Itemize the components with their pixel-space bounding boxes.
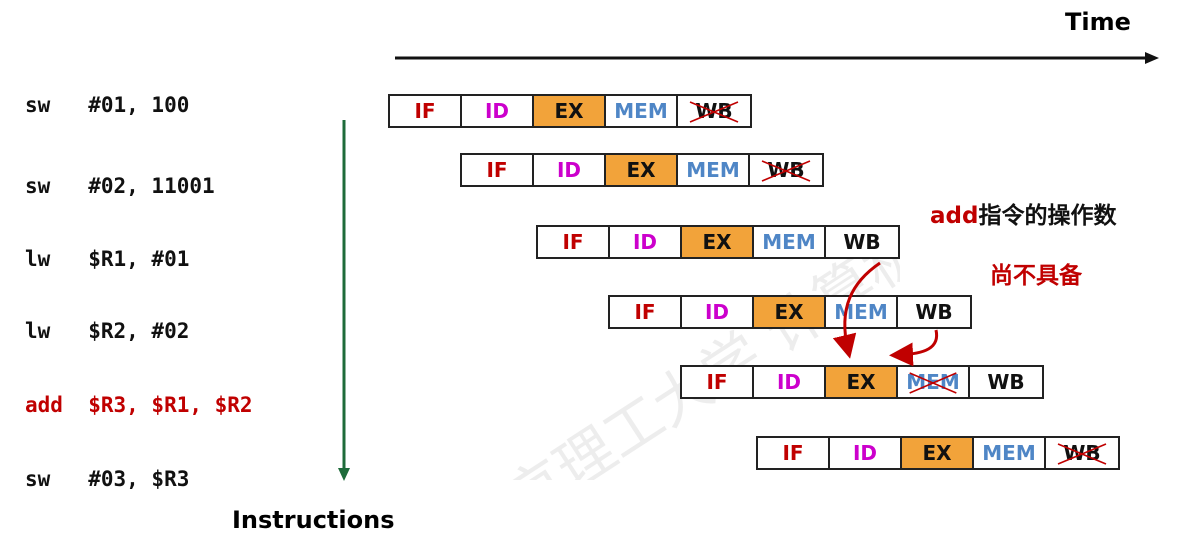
stage-label: EX (702, 230, 732, 254)
note-line1-rest: 指令的操作数 (978, 203, 1117, 229)
dependency-arrow-from-wb-row4 (889, 329, 939, 367)
stage-id: ID (534, 155, 606, 185)
stage-id: ID (754, 367, 826, 397)
pipeline-row: IF ID EX MEM WB (460, 153, 824, 187)
stage-label: IF (562, 230, 584, 254)
stage-label: EX (554, 99, 584, 123)
stage-label: MEM (834, 300, 888, 324)
stage-id: ID (682, 297, 754, 327)
stage-mem: MEM (678, 155, 750, 185)
instruction-line: sw #02, 11001 (25, 174, 215, 198)
stage-label: WB (843, 230, 881, 254)
stage-if: IF (758, 438, 830, 468)
stage-id: ID (830, 438, 902, 468)
stage-ex: EX (902, 438, 974, 468)
dependency-arrow-from-wb-row3 (832, 261, 881, 359)
stage-id: ID (610, 227, 682, 257)
time-arrow (395, 52, 1159, 64)
stage-ex: EX (826, 367, 898, 397)
stage-label: ID (776, 370, 802, 394)
stage-label: IF (486, 158, 508, 182)
stage-ex: EX (682, 227, 754, 257)
stage-mem: MEM (974, 438, 1046, 468)
instruction-line: sw #01, 100 (25, 93, 190, 117)
stage-label: MEM (614, 99, 668, 123)
instruction-line: lw $R2, #02 (25, 319, 190, 343)
stage-if: IF (682, 367, 754, 397)
stage-label: ID (852, 441, 878, 465)
stage-wb: WB (750, 155, 822, 185)
stage-wb: WB (678, 96, 750, 126)
stage-label: MEM (762, 230, 816, 254)
stage-skipped-x-icon (909, 372, 957, 394)
stage-mem: MEM (754, 227, 826, 257)
stage-mem: MEM (898, 367, 970, 397)
instruction-line: sw #03, $R3 (25, 467, 190, 491)
stage-label: WB (695, 99, 733, 123)
stage-if: IF (610, 297, 682, 327)
stage-if: IF (390, 96, 462, 126)
stage-wb: WB (898, 297, 970, 327)
pipeline-row: IF ID EX MEM WB (756, 436, 1120, 470)
stage-label: IF (414, 99, 436, 123)
stage-if: IF (462, 155, 534, 185)
pipeline-row: IF ID EX MEM WB (388, 94, 752, 128)
pipeline-row: IF ID EX MEM WB (608, 295, 972, 329)
instructions-label: Instructions (232, 506, 395, 534)
pipeline-row: IF ID EX MEM WB (536, 225, 900, 259)
stage-label: WB (915, 300, 953, 324)
stage-ex: EX (754, 297, 826, 327)
pipeline-row: IF ID EX MEM WB (680, 365, 1044, 399)
stage-id: ID (462, 96, 534, 126)
stage-label: ID (632, 230, 658, 254)
stage-label: EX (922, 441, 952, 465)
stage-wb: WB (826, 227, 898, 257)
instruction-order-arrow (338, 120, 350, 481)
stage-label: MEM (982, 441, 1036, 465)
stage-skipped-x-icon (689, 101, 739, 123)
operand-not-ready-note-line1: add指令的操作数 (930, 196, 1116, 230)
stage-label: MEM (686, 158, 740, 182)
stage-label: EX (626, 158, 656, 182)
time-label: Time (1065, 8, 1131, 36)
stage-mem: MEM (606, 96, 678, 126)
stage-label: IF (634, 300, 656, 324)
stage-label: WB (1063, 441, 1101, 465)
instruction-line: add $R3, $R1, $R2 (25, 393, 253, 417)
stage-label: ID (484, 99, 510, 123)
stage-label: EX (774, 300, 804, 324)
stage-mem: MEM (826, 297, 898, 327)
operand-not-ready-note-line2: 尚不具备 (990, 263, 1082, 289)
instruction-line: lw $R1, #01 (25, 247, 190, 271)
stage-ex: EX (606, 155, 678, 185)
stage-label: ID (556, 158, 582, 182)
stage-label: WB (987, 370, 1025, 394)
stage-label: IF (782, 441, 804, 465)
note-add-keyword: add (930, 203, 979, 229)
stage-wb: WB (970, 367, 1042, 397)
stage-wb: WB (1046, 438, 1118, 468)
stage-label: EX (846, 370, 876, 394)
stage-skipped-x-icon (1057, 443, 1107, 465)
stage-label: WB (767, 158, 805, 182)
stage-skipped-x-icon (761, 160, 811, 182)
stage-label: IF (706, 370, 728, 394)
stage-ex: EX (534, 96, 606, 126)
stage-label: ID (704, 300, 730, 324)
stage-if: IF (538, 227, 610, 257)
